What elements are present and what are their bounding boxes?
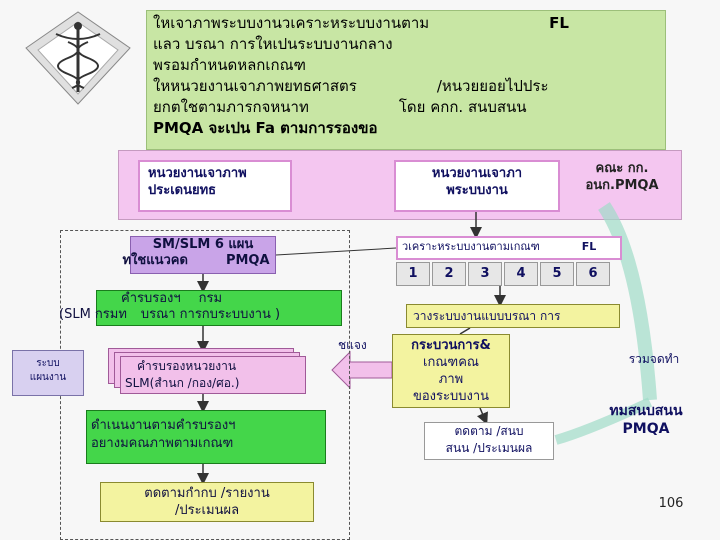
committee-label: คณะ กก. อนก.PMQA (566, 160, 678, 200)
cert-line-2: (SLM กรมทบรณา การกบระบบงาน ) (59, 307, 281, 322)
agency-line-1: หนวยงานเจาภาพ (148, 166, 247, 181)
caduceus-logo (16, 8, 140, 108)
analysis-text: วเคราะหระบบงานตามเกณฑ (402, 240, 540, 253)
monitor-line-2: /ประเมนผล (174, 503, 240, 518)
integrated-design-box: วางระบบงานแบบบรณา การ (406, 304, 620, 328)
intro-unit-suffix: /หนวยยอยไปประ (436, 77, 549, 95)
cert-line-1: คำรบรองฯกรม (121, 291, 223, 306)
caduceus-icon (25, 11, 131, 105)
system-line-2: แผนงาน (29, 372, 67, 383)
execute-box: ดำเนนงานตามคำรบรองฯ อยางมคณภาพตามเกณฑ (86, 410, 326, 464)
unit-cert-line-2: SLM(สำนก /กอง/ศอ.) (125, 376, 240, 390)
criteria-number-4: 4 (504, 262, 538, 286)
intro-fl: FL (549, 14, 569, 32)
system-line-1: ระบบ (36, 358, 60, 369)
process-line-3: ภาพ (438, 372, 464, 387)
criteria-number-6: 6 (576, 262, 610, 286)
joint-label: รวมจดทำ (628, 352, 680, 366)
tracking-line-1: ตดตาม /สนบ (454, 424, 524, 438)
process-criteria-box: กระบวนการ& เกณฑคณ ภาพ ของระบบงาน (392, 334, 510, 408)
swoosh-team (554, 397, 653, 445)
tracking-box: ตดตาม /สนบ สนน /ประเมนผล (424, 422, 554, 460)
intro-line-5: ยกตใชตามภารกจหนาทโดย คกก. สนบสนน (153, 98, 527, 116)
process-line-1: กระบวนการ& (411, 338, 491, 353)
tracking-line-2: สนน /ประเมนผล (445, 441, 533, 455)
agency-line-2: ประเดนยทธ (148, 183, 217, 198)
swoosh-committee (598, 202, 657, 401)
execute-line-1: ดำเนนงานตามคำรบรองฯ (91, 418, 236, 433)
unit-line-1: หนวยงานเจาภา (431, 166, 523, 181)
execute-line-2: อยางมคณภาพตามเกณฑ (91, 436, 234, 451)
strategic-owner-box: หนวยงานเจาภาพ ประเดนยทธ (138, 160, 292, 212)
process-line-2: เกณฑคณ (423, 355, 479, 370)
page-number: 106 (658, 496, 684, 511)
criteria-number-3: 3 (468, 262, 502, 286)
process-line-4: ของระบบงาน (412, 389, 490, 404)
unit-cert-box: คำรบรองหนวยงาน SLM(สำนก /กอง/ศอ.) (120, 356, 306, 394)
intro-line-4: ใหหนวยงานเจาภาพยทธศาสตร/หนวยยอยไปประ (153, 77, 549, 95)
committee-line-1: คณะ กก. (595, 161, 649, 176)
team-line-1: ทมสนบสนน (609, 403, 683, 419)
plan-line-1: SM/SLM 6 แผน (152, 237, 254, 252)
link-plan-analysis (275, 247, 397, 256)
intro-by-note: โดย คกก. สนบสนน (398, 98, 527, 116)
link-design-process (459, 327, 471, 335)
system-owner-box: หนวยงานเจาภา พระบบงาน (394, 160, 560, 212)
monitor-box: ตดตามกำกบ /รายงาน /ประเมนผล (100, 482, 314, 522)
arrow-process-to-tracking (476, 407, 488, 425)
unit-line-2: พระบบงาน (446, 183, 508, 198)
team-line-2: PMQA (622, 421, 670, 437)
department-cert-box: คำรบรองฯกรม (SLM กรมทบรณา การกบระบบงาน ) (59, 290, 342, 326)
criteria-number-1: 1 (396, 262, 430, 286)
intro-line-2: แลว บรณา การใหเปนระบบงานกลาง (153, 35, 393, 53)
plan-system-box: ระบบ แผนงาน (12, 350, 84, 396)
committee-line-2: อนก.PMQA (585, 178, 659, 193)
clarify-label: ชแจง (338, 338, 367, 352)
criteria-number-5: 5 (540, 262, 574, 286)
monitor-line-1: ตดตามกำกบ /รายงาน (144, 486, 270, 501)
analysis-fl: FL (581, 240, 597, 253)
criteria-number-2: 2 (432, 262, 466, 286)
intro-line-6: PMQA จะเปน Fa ตามการรองขอ (153, 119, 378, 137)
analysis-box: วเคราะหระบบงานตามเกณฑ FL (396, 236, 622, 260)
unit-cert-line-1: คำรบรองหนวยงาน (137, 359, 237, 373)
intro-line-3: พรอมกำหนดหลกเกณฑ (153, 56, 306, 74)
arrow-clarify (331, 350, 393, 390)
pmqa-team-label: ทมสนบสนน PMQA (586, 402, 706, 454)
